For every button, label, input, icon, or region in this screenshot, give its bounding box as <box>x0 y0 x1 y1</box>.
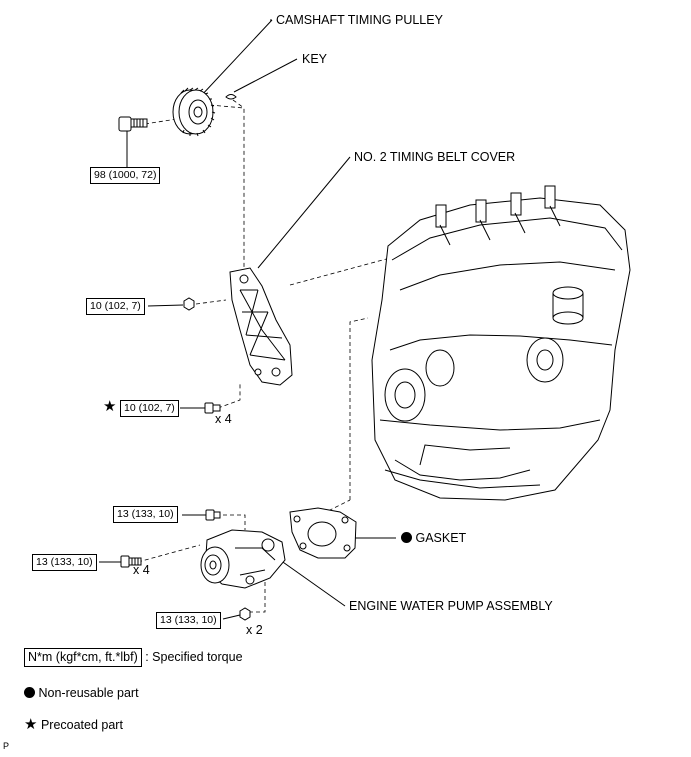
label-water-pump: ENGINE WATER PUMP ASSEMBLY <box>349 599 553 613</box>
torque-cover-nut: 10 (102, 7) <box>86 298 145 315</box>
cover-bolt-drawing <box>204 402 221 414</box>
label-camshaft-timing-pulley: CAMSHAFT TIMING PULLEY <box>276 13 443 27</box>
legend-precoated: ★ Precoated part <box>24 717 123 733</box>
pump-nut-drawing <box>239 607 251 621</box>
leader-camshaft-pulley <box>199 19 273 98</box>
qty-cover-bolts: x 4 <box>215 412 232 426</box>
label-timing-belt-cover: NO. 2 TIMING BELT COVER <box>354 150 516 164</box>
legend-torque-box: N*m (kgf*cm, ft.*lbf) <box>24 648 142 667</box>
torque-pump-bolts: 13 (133, 10) <box>32 554 97 571</box>
precoated-star-icon: ★ <box>103 398 117 415</box>
camshaft-timing-pulley-drawing <box>172 87 216 137</box>
nonreusable-dot-icon <box>401 532 412 543</box>
leader-key <box>233 58 298 93</box>
key-drawing <box>225 94 237 100</box>
engine-block-drawing <box>371 185 631 501</box>
water-pump-drawing <box>200 529 286 589</box>
legend-nonreusable: Non-reusable part <box>24 685 139 701</box>
torque-cover-bolts: 10 (102, 7) <box>120 400 179 417</box>
label-gasket: GASKET <box>401 531 466 545</box>
legend-torque-text: : Specified torque <box>145 650 243 664</box>
legend-nonreusable-text: Non-reusable part <box>38 686 139 700</box>
timing-belt-cover-drawing <box>229 267 293 386</box>
leader-pump-nuts <box>222 614 241 620</box>
leader-timing-belt-cover <box>257 156 351 269</box>
pump-bolt-drawing <box>120 555 142 568</box>
legend-star-icon: ★ <box>24 716 38 733</box>
torque-pump-nuts: 13 (133, 10) <box>156 612 221 629</box>
leader-cover-nut <box>147 304 184 307</box>
torque-pulley-bolt: 98 (1000, 72) <box>90 167 161 184</box>
pump-upper-bolt-drawing <box>205 509 221 521</box>
qty-pump-bolts: x 4 <box>133 563 150 577</box>
qty-pump-nuts: x 2 <box>246 623 263 637</box>
gasket-drawing <box>289 507 357 559</box>
leader-water-pump <box>279 559 346 607</box>
legend-torque: N*m (kgf*cm, ft.*lbf) : Specified torque <box>24 648 243 667</box>
pulley-bolt-drawing <box>118 116 148 132</box>
label-key: KEY <box>302 52 328 66</box>
figure-code: P <box>3 741 10 751</box>
torque-pump-upper-bolt: 13 (133, 10) <box>113 506 178 523</box>
gasket-text: GASKET <box>415 531 467 545</box>
legend-precoated-text: Precoated part <box>40 718 123 732</box>
legend-dot-icon <box>24 687 35 698</box>
cover-nut-drawing <box>183 297 195 311</box>
